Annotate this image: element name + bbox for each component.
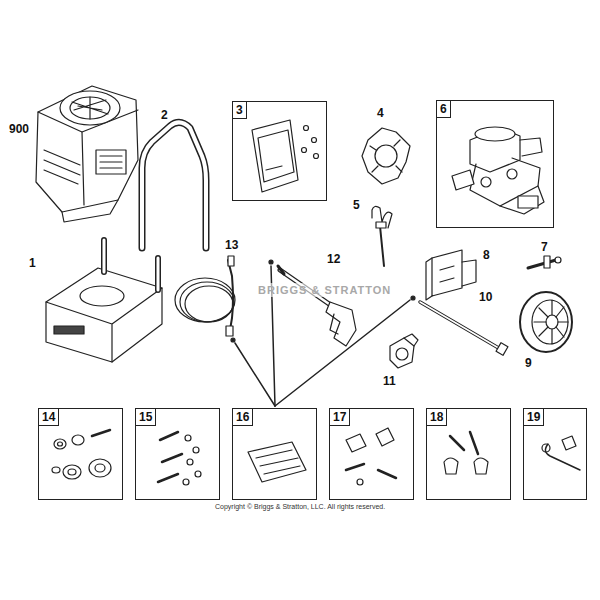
nozzle-drawing [390,334,418,368]
copyright-note: Copyright © Briggs & Stratton, LLC. All … [215,500,385,514]
callout-number: 3 [232,101,247,119]
part-group-box: 18 [426,408,511,500]
hardware-19 [542,436,580,470]
callout-number: 4 [376,106,385,120]
callout-number: 11 [382,374,397,388]
pump-drawing [452,127,544,214]
wand-drawing [411,296,508,355]
part-group-box: 19 [523,408,587,500]
part-group-box: 6 [436,100,554,228]
callout-number: 19 [523,408,544,426]
callout-number: 5 [352,198,361,212]
callout-number: 12 [326,252,341,266]
wheel-drawing [520,292,572,352]
spray-gun-drawing [269,260,356,346]
part-group-box: 14 [38,408,123,500]
panel-drawing [252,120,319,192]
callout-number: 7 [540,240,549,254]
part-group-box: 17 [329,408,414,500]
hardware-18 [444,432,488,474]
handle-drawing [142,122,206,248]
callout-number: 8 [482,248,491,262]
part-group-box: 15 [135,408,220,500]
part-group-box: 16 [232,408,317,500]
callout-number: 14 [38,408,59,426]
callout-number: 18 [426,408,447,426]
axle-pin-drawing [528,256,561,268]
engine-drawing [36,86,138,222]
hardware-15 [158,432,201,485]
bracket-drawing [362,128,410,184]
callout-number: 2 [160,108,169,122]
holder-drawing [426,250,476,300]
dipstick-drawing [372,206,392,266]
callout-number: 13 [224,238,239,252]
callout-number: 16 [232,408,253,426]
callout-number: 17 [329,408,350,426]
callout-number: 6 [436,100,451,118]
callout-number: 10 [478,290,493,304]
callout-number: 9 [524,356,533,370]
callout-number: 900 [8,122,30,136]
hardware-14 [52,430,111,479]
part-group-box: 3 [232,101,327,201]
callout-number: 1 [28,256,37,270]
watermark: BRIGGS & STRATTON [258,283,391,297]
callout-number: 15 [135,408,156,426]
hose-drawing [175,256,235,342]
decal-16 [248,442,306,482]
frame-drawing [46,240,162,362]
hardware-17 [346,428,396,485]
leader-lines [235,266,410,406]
